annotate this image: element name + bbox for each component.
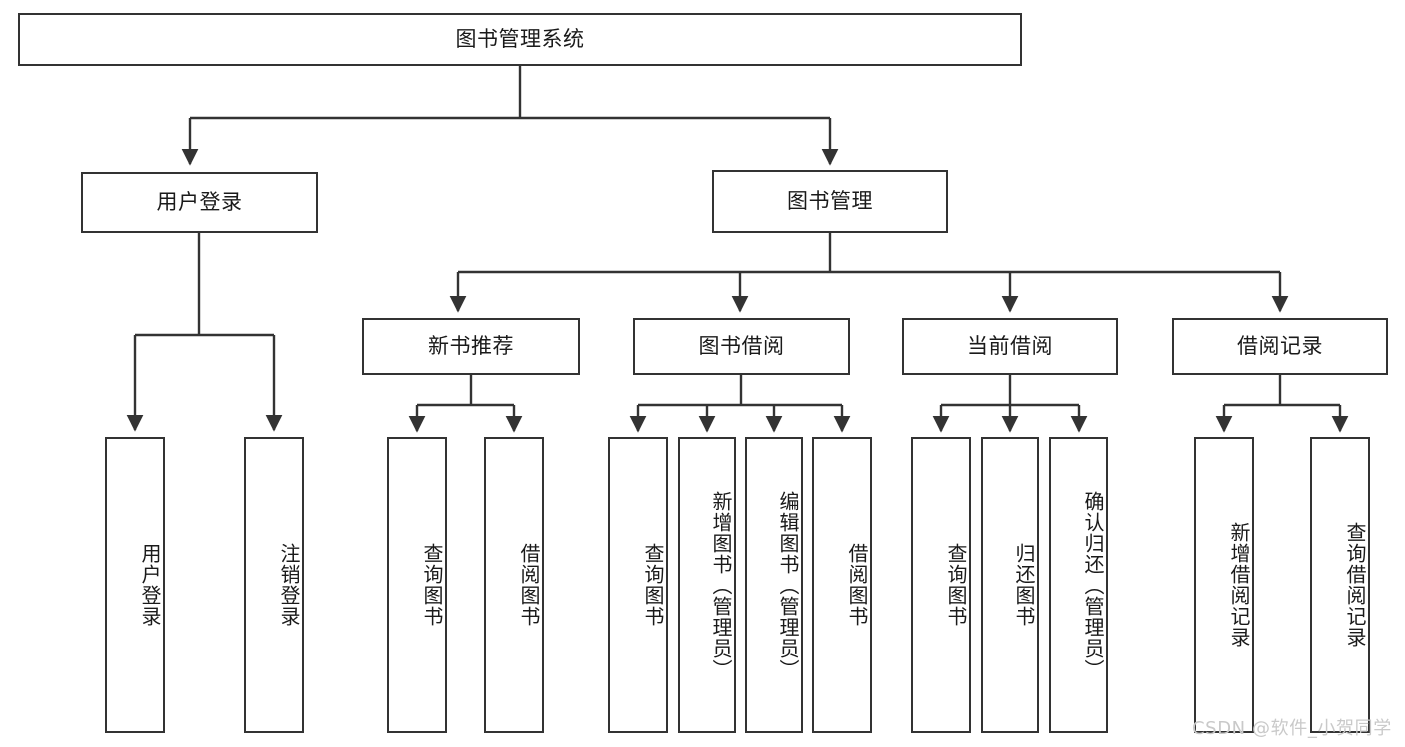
leaf-query-book-new-rec[interactable]: 查询图书 <box>387 437 447 733</box>
node-new-book-recommend[interactable]: 新书推荐 <box>362 318 580 375</box>
node-borrow-record[interactable]: 借阅记录 <box>1172 318 1388 375</box>
node-root[interactable]: 图书管理系统 <box>18 13 1022 66</box>
node-book-borrow[interactable]: 图书借阅 <box>633 318 850 375</box>
node-book-manage[interactable]: 图书管理 <box>712 170 948 233</box>
leaf-add-borrow-record[interactable]: 新增借阅记录 <box>1194 437 1254 733</box>
leaf-query-book-borrow[interactable]: 查询图书 <box>608 437 668 733</box>
leaf-add-book-admin[interactable]: 新增图书（管理员） <box>678 437 736 733</box>
node-user-login[interactable]: 用户登录 <box>81 172 318 233</box>
leaf-borrow-book-new-rec[interactable]: 借阅图书 <box>484 437 544 733</box>
csdn-watermark: CSDN @软件_小贺同学 <box>1192 718 1392 739</box>
leaf-borrow-book-borrow[interactable]: 借阅图书 <box>812 437 872 733</box>
leaf-query-borrow-record[interactable]: 查询借阅记录 <box>1310 437 1370 733</box>
leaf-confirm-return-admin[interactable]: 确认归还（管理员） <box>1049 437 1108 733</box>
node-current-borrow[interactable]: 当前借阅 <box>902 318 1118 375</box>
leaf-return-book[interactable]: 归还图书 <box>981 437 1039 733</box>
leaf-user-login[interactable]: 用户登录 <box>105 437 165 733</box>
leaf-query-book-current[interactable]: 查询图书 <box>911 437 971 733</box>
leaf-edit-book-admin[interactable]: 编辑图书（管理员） <box>745 437 803 733</box>
leaf-logout-login[interactable]: 注销登录 <box>244 437 304 733</box>
